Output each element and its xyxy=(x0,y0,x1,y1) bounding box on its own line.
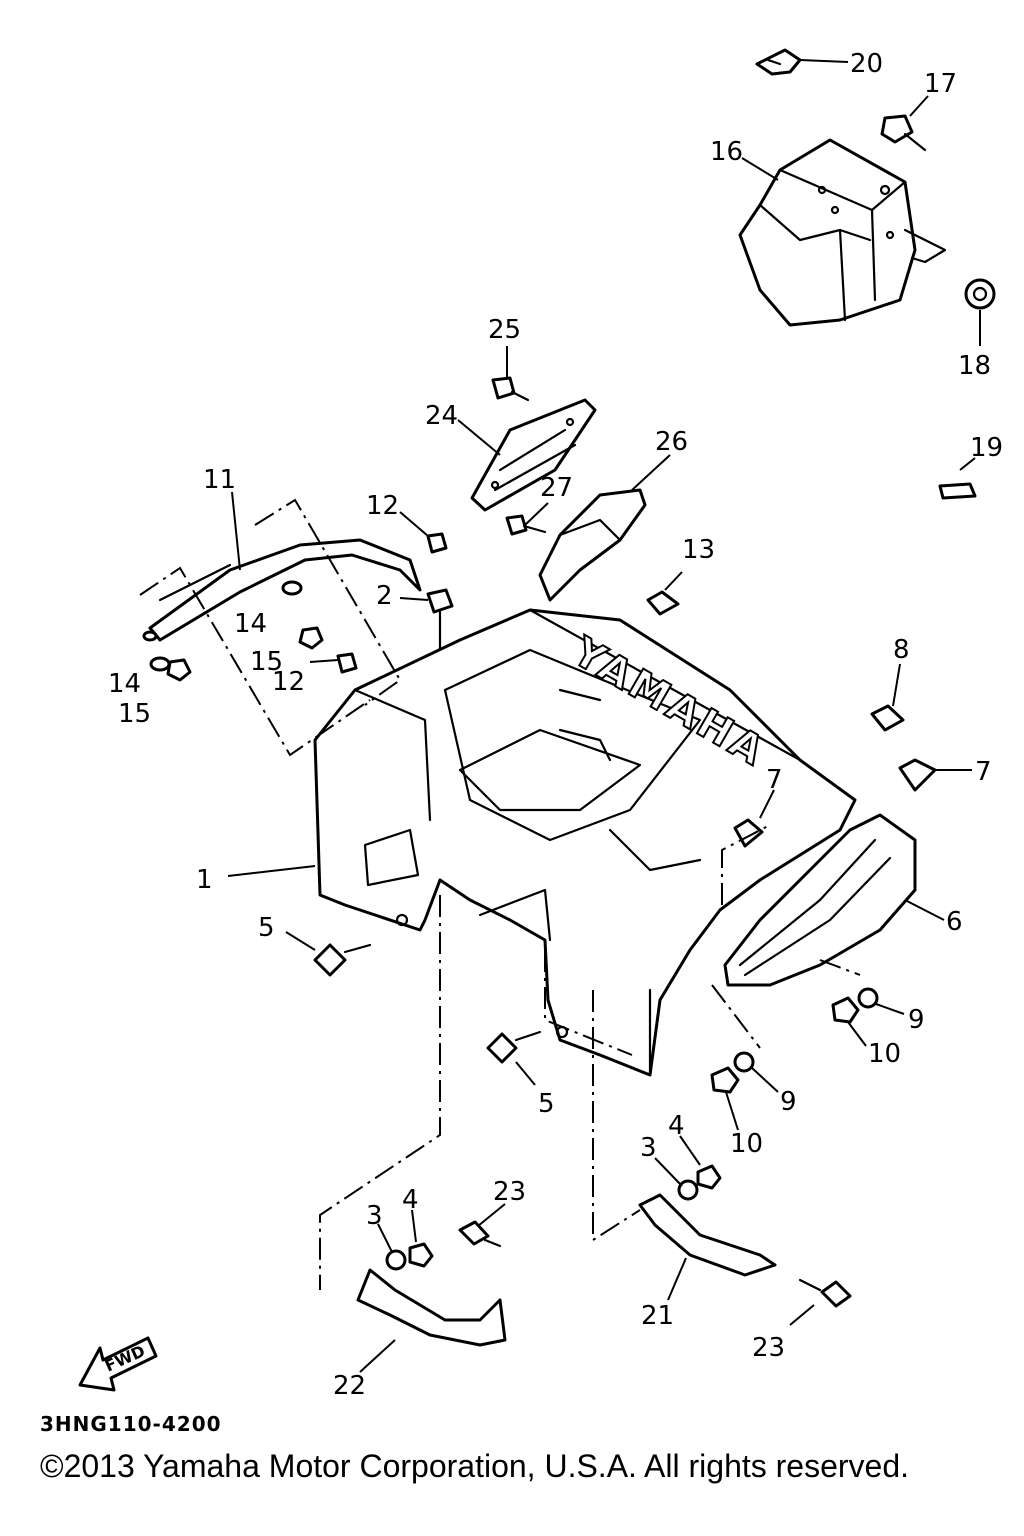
callout-3-right: 3 xyxy=(640,1133,657,1163)
callout-27: 27 xyxy=(540,473,573,503)
callout-12-bottom: 12 xyxy=(272,667,305,697)
leader-lines xyxy=(227,59,981,1373)
callout-23-top: 23 xyxy=(493,1177,526,1207)
callout-5-left: 5 xyxy=(258,913,275,943)
part-9-washers xyxy=(733,987,879,1073)
callout-1: 1 xyxy=(196,865,213,895)
fwd-arrow: FWD xyxy=(78,1336,158,1392)
part-18-nut xyxy=(964,278,996,310)
part-1-rear-fender: YAMAHA xyxy=(313,608,857,1077)
callout-2: 2 xyxy=(376,581,393,611)
callout-15-right: 15 xyxy=(250,647,283,677)
part-20-clip xyxy=(755,48,802,76)
callout-12-top: 12 xyxy=(366,491,399,521)
callout-24: 24 xyxy=(425,401,458,431)
part-6-tail-panel xyxy=(723,813,917,987)
part-17-bolt xyxy=(880,114,927,152)
copyright-notice: ©2013 Yamaha Motor Corporation, U.S.A. A… xyxy=(40,1448,910,1484)
callout-13: 13 xyxy=(682,535,715,565)
part-16-fender-box xyxy=(738,138,947,327)
callout-25: 25 xyxy=(488,315,521,345)
callout-26: 26 xyxy=(655,427,688,457)
callout-3-left: 3 xyxy=(366,1201,383,1231)
part-11-side-rail xyxy=(148,538,422,642)
part-13-bolt xyxy=(646,590,680,616)
callout-7-left: 7 xyxy=(766,765,783,795)
callout-18: 18 xyxy=(958,351,991,381)
part-14-washers xyxy=(142,580,303,672)
callout-20: 20 xyxy=(850,49,883,79)
callout-17: 17 xyxy=(924,69,957,99)
part-5-screws xyxy=(313,943,542,1064)
part-10-nuts xyxy=(710,996,860,1094)
part-24-plate xyxy=(470,398,597,512)
callout-8: 8 xyxy=(893,635,910,665)
callout-4-left: 4 xyxy=(402,1185,419,1215)
part-23-bolts xyxy=(458,1220,852,1308)
part-27-bolt xyxy=(505,514,547,536)
callout-6: 6 xyxy=(946,907,963,937)
callout-14-right: 14 xyxy=(234,609,267,639)
callout-9-left: 9 xyxy=(780,1087,797,1117)
callout-9-right: 9 xyxy=(908,1005,925,1035)
callout-21: 21 xyxy=(641,1301,674,1331)
part-25-bolt xyxy=(491,376,530,402)
callout-23-bottom: 23 xyxy=(752,1333,785,1363)
callout-22: 22 xyxy=(333,1371,366,1401)
callout-19: 19 xyxy=(970,433,1003,463)
diagram-code: 3HNG110-4200 xyxy=(40,1412,222,1436)
part-12-bolts xyxy=(336,532,448,674)
part-8-bolt xyxy=(870,704,905,732)
callout-10-right: 10 xyxy=(868,1039,901,1069)
callout-10-left: 10 xyxy=(730,1129,763,1159)
callout-14-left: 14 xyxy=(108,669,141,699)
callout-labels: 20 17 16 18 19 25 24 26 27 11 12 13 2 14… xyxy=(108,49,1003,1401)
callout-4-right: 4 xyxy=(668,1111,685,1141)
part-26-bracket xyxy=(538,488,647,602)
callout-5-right: 5 xyxy=(538,1089,555,1119)
part-3-washers xyxy=(385,1179,699,1271)
callout-15-left: 15 xyxy=(118,699,151,729)
callout-16: 16 xyxy=(710,137,743,167)
part-21-bracket xyxy=(638,1193,777,1277)
part-4-nuts xyxy=(408,1164,722,1268)
part-22-bracket xyxy=(356,1268,507,1347)
part-19-pad xyxy=(938,482,977,500)
callout-11: 11 xyxy=(203,465,236,495)
callout-7-right: 7 xyxy=(975,757,992,787)
assembly-lines xyxy=(139,498,861,1290)
part-15-nuts xyxy=(166,626,324,682)
